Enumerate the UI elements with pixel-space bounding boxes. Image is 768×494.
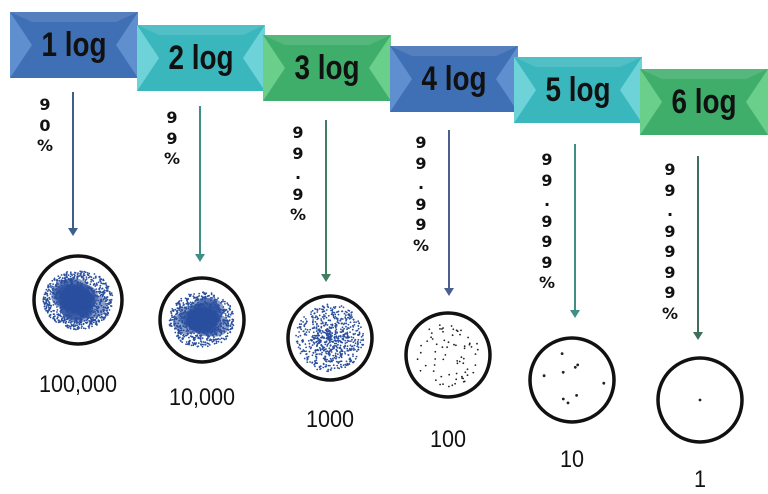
percent-char: 9	[541, 232, 553, 251]
petri-dish	[286, 294, 374, 382]
percent-char: %	[163, 149, 181, 168]
percent-char: %	[289, 205, 307, 224]
log-step-banner: 5 log	[514, 57, 642, 123]
log-step-banner: 1 log	[10, 12, 138, 78]
percent-char: 9	[292, 143, 304, 163]
petri-dish	[528, 336, 616, 424]
log-step-banner: 6 log	[640, 69, 768, 135]
log-step-label: 3 log	[294, 48, 360, 87]
colony-count: 100,000	[38, 371, 118, 398]
percent-char: 9	[292, 123, 304, 142]
colony-count: 100	[429, 426, 467, 453]
banner-shape	[390, 46, 518, 112]
percent-char: 9	[664, 283, 676, 302]
percent-char: 9	[415, 133, 427, 152]
percent-char: 9	[664, 221, 676, 241]
banner-shape	[137, 25, 265, 91]
percent-char: .	[294, 164, 302, 183]
percent-char: .	[417, 174, 425, 193]
petri-dish	[32, 254, 124, 346]
percent-char: 9	[39, 95, 51, 114]
log-step-label: 4 log	[421, 59, 487, 98]
percent-char: 9	[541, 170, 553, 190]
colony-count: 1	[693, 466, 707, 493]
petri-dish	[404, 311, 492, 399]
log-step-label: 2 log	[168, 38, 234, 77]
percent-char: 9	[664, 180, 676, 200]
percent-char: 9	[541, 252, 553, 272]
colony-count: 10	[559, 446, 585, 473]
percent-char: 0	[39, 115, 51, 135]
percent-char: 9	[664, 262, 676, 282]
percent-char: 9	[664, 160, 676, 179]
banner-shape	[10, 12, 138, 78]
percent-char: .	[543, 191, 551, 210]
banner-shape	[263, 35, 391, 101]
log-step-banner: 4 log	[390, 46, 518, 112]
log-step-label: 5 log	[545, 70, 611, 109]
petri-dish	[158, 276, 246, 364]
colony-count: 1000	[305, 406, 355, 433]
log-step-banner: 2 log	[137, 25, 265, 91]
percent-char: 9	[541, 150, 553, 169]
percent-char: 9	[292, 184, 304, 204]
percent-char: %	[412, 235, 430, 255]
log-step-label: 1 log	[41, 25, 107, 64]
colony-count: 10,000	[168, 384, 236, 411]
petri-dish	[656, 356, 744, 444]
percent-char: 9	[166, 108, 178, 127]
percent-char: %	[36, 136, 54, 155]
percent-char: %	[661, 303, 679, 323]
percent-char: 9	[415, 194, 427, 214]
log-step-label: 6 log	[671, 82, 737, 121]
banner-shape	[514, 57, 642, 123]
percent-char: 9	[166, 128, 178, 148]
percent-char: 9	[541, 211, 553, 231]
percent-char: .	[666, 201, 674, 220]
percent-char: 9	[664, 242, 676, 261]
log-step-banner: 3 log	[263, 35, 391, 101]
percent-char: 9	[415, 215, 427, 234]
percent-char: 9	[415, 153, 427, 173]
banner-shape	[640, 69, 768, 135]
percent-char: %	[538, 273, 556, 292]
